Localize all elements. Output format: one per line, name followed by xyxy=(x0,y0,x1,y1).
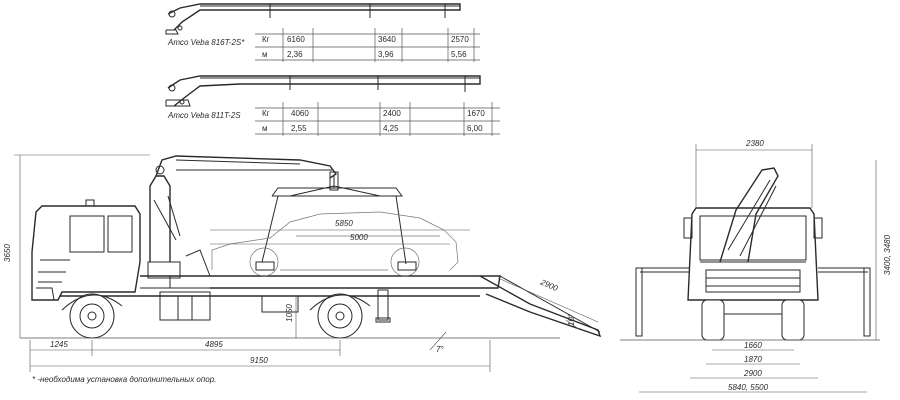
table2-reach-1: 2,55 xyxy=(291,124,307,133)
crane-boom-816 xyxy=(165,3,461,35)
crane-model-1: Amco Veba 816T-2S* xyxy=(167,38,245,47)
truck-side-view xyxy=(20,155,602,339)
side-dimensions xyxy=(14,154,599,372)
table1-reach-1: 2,36 xyxy=(287,50,303,59)
dim-front-overhang: 1245 xyxy=(50,340,68,349)
crane-table-2 xyxy=(255,102,500,136)
dim-track: 1660 xyxy=(744,341,762,350)
table1-load-1: 6160 xyxy=(287,35,305,44)
dim-crane-width: 2380 xyxy=(745,139,764,148)
table2-reach-2: 4,25 xyxy=(383,124,399,133)
dim-width-1: 1870 xyxy=(744,355,762,364)
front-dimensions xyxy=(639,144,877,393)
table1-load-3: 2570 xyxy=(451,35,469,44)
dim-departure-angle: 7° xyxy=(436,345,444,354)
dim-platform-inner: 5000 xyxy=(350,233,368,242)
table1-reach-3: 5,56 xyxy=(451,50,467,59)
table2-reach-3: 6,00 xyxy=(467,124,483,133)
dim-outrigger-span: 5840, 5500 xyxy=(728,383,769,392)
dim-width-2: 2900 xyxy=(743,369,762,378)
table2-load-3: 1670 xyxy=(467,109,485,118)
dim-frame-height: 1050 xyxy=(285,304,294,322)
dim-platform-length: 5850 xyxy=(335,219,353,228)
dim-ramp-length: 2900 xyxy=(538,277,559,293)
table1-m-label: м xyxy=(262,50,268,59)
dim-front-height: 3400, 3480 xyxy=(883,234,892,275)
crane-boom-811 xyxy=(165,75,481,107)
table2-load-2: 2400 xyxy=(383,109,401,118)
dim-overall-length: 9150 xyxy=(250,356,268,365)
dim-height-total: 3650 xyxy=(3,244,12,262)
table2-load-1: 4060 xyxy=(291,109,309,118)
crane-model-2: Amco Veba 811T-2S xyxy=(167,111,241,120)
table2-m-label: м xyxy=(262,124,268,133)
table2-kg-label: Кг xyxy=(262,109,270,118)
dim-wheelbase: 4895 xyxy=(205,340,223,349)
footnote: * -необходима установка дополнительных о… xyxy=(32,375,216,384)
table1-load-2: 3640 xyxy=(378,35,396,44)
table1-reach-2: 3,96 xyxy=(378,50,394,59)
table1-kg-label: Кг xyxy=(262,35,270,44)
crane-table-1 xyxy=(255,28,480,62)
truck-front-view xyxy=(620,167,880,341)
dim-ramp-angle: 10° xyxy=(567,313,576,326)
